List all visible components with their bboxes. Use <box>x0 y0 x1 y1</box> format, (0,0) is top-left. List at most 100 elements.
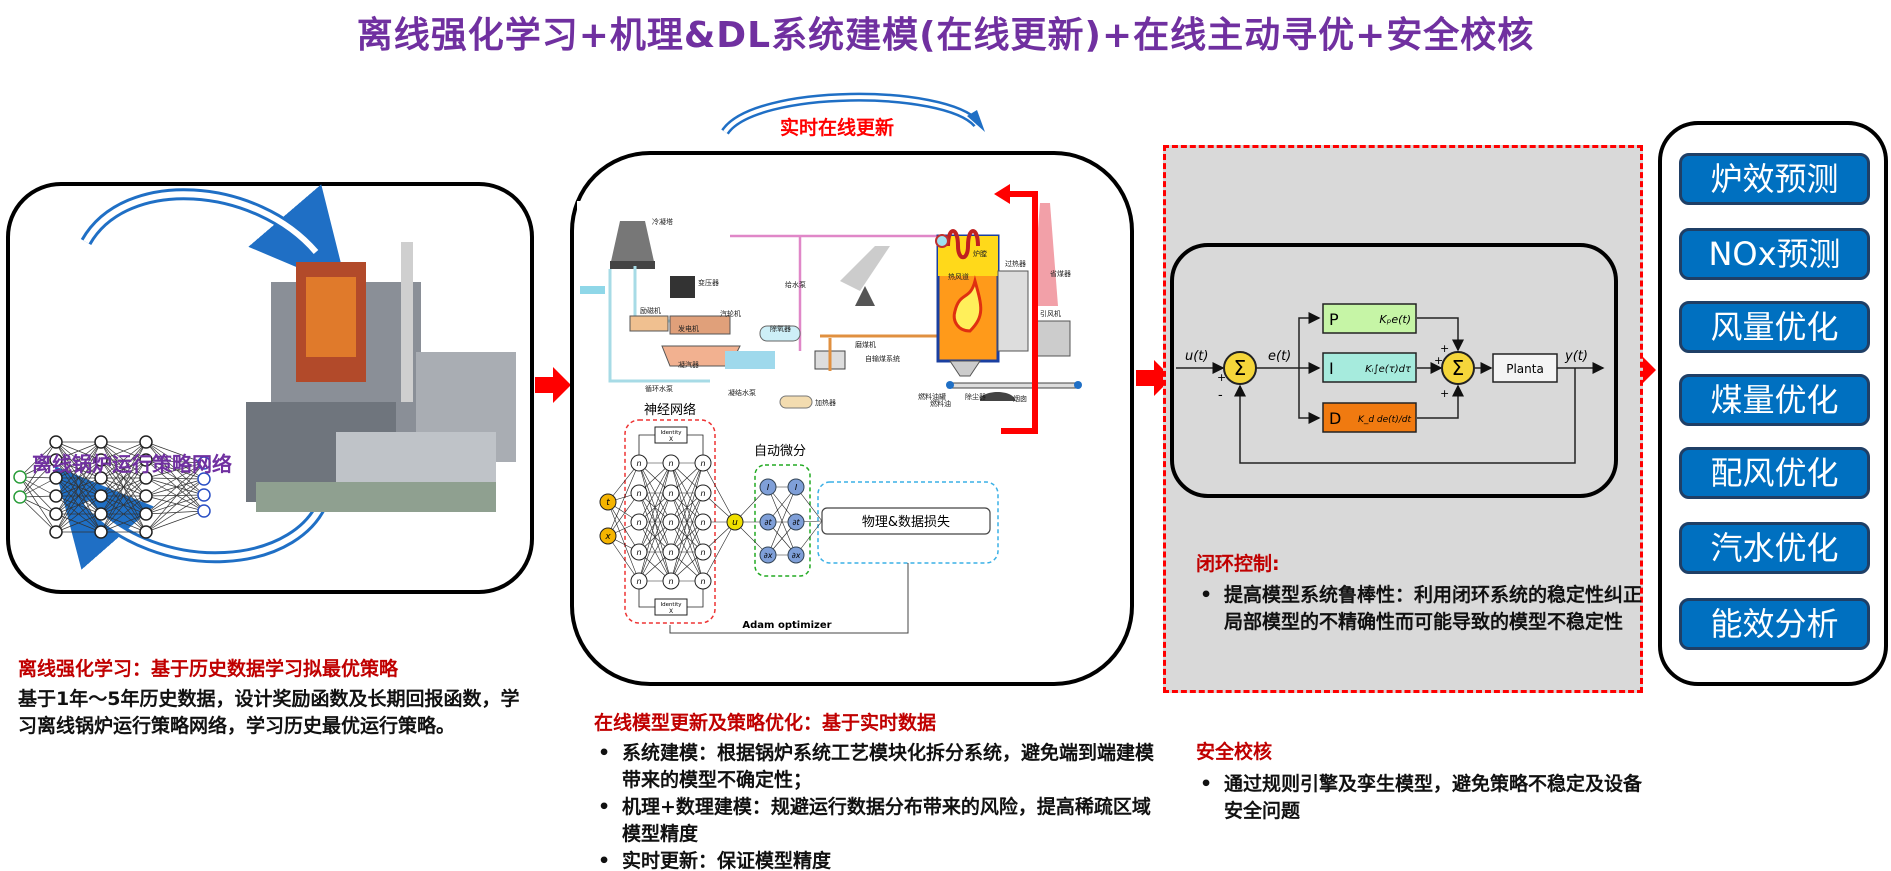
network-edge <box>100 459 147 533</box>
network-edge <box>638 492 672 582</box>
network-node <box>49 507 63 521</box>
network-edge <box>55 441 102 461</box>
policy-network-graph <box>13 435 211 539</box>
svg-text:D: D <box>1329 409 1341 428</box>
air-volume-optimization-button[interactable]: 风量优化 <box>1679 301 1870 353</box>
neural-network-box <box>624 419 716 624</box>
svg-text:K_d de(t)/dt: K_d de(t)/dt <box>1358 415 1412 425</box>
power-plant-image <box>246 242 516 512</box>
network-edge <box>638 462 672 523</box>
network-node <box>94 435 108 449</box>
closed-loop-heading: 闭环控制: <box>1196 553 1280 575</box>
identity-label: Identity <box>660 602 682 608</box>
hidden-node <box>694 454 712 472</box>
coal-volume-optimization-button[interactable]: 煤量优化 <box>1679 374 1870 426</box>
network-edge <box>145 462 205 479</box>
bullet-item: 实时更新：保证模型精度 <box>598 848 1162 871</box>
online-model-heading: 在线模型更新及策略优化：基于实时数据 <box>594 712 937 734</box>
network-node <box>197 472 211 486</box>
schematic-label: 省煤器 <box>1050 269 1071 278</box>
hidden-node <box>694 513 712 531</box>
derivative-node <box>759 513 777 531</box>
node-label: n <box>668 577 673 586</box>
closed-loop-bullets: 提高模型系统鲁棒性：利用闭环系统的稳定性纠正局部模型的不精确性而可能导致的模型不… <box>1196 582 1644 636</box>
schematic-label: 过热器 <box>1005 259 1026 268</box>
bullet-item: 系统建模：根据锅炉系统工艺模块化拆分系统，避免端到端建模带来的模型不确定性； <box>598 740 1162 794</box>
i-block <box>1322 352 1417 383</box>
node-label: n <box>636 489 641 498</box>
network-node <box>13 490 27 504</box>
derivative-node <box>787 478 805 496</box>
network-edge <box>670 521 704 582</box>
network-edge <box>670 462 704 582</box>
summing-junction <box>1441 351 1475 385</box>
bullet-item: 机理+数理建模：规避运行数据分布带来的风险，提高稀疏区域模型精度 <box>598 794 1162 848</box>
network-edge <box>100 477 147 533</box>
schematic-label: 发电机 <box>678 324 699 333</box>
network-node <box>197 456 211 470</box>
schematic-label: 汽轮机 <box>720 309 741 318</box>
network-edge <box>145 459 205 480</box>
energy-efficiency-analysis-button[interactable]: 能效分析 <box>1679 598 1870 650</box>
hidden-node <box>694 572 712 590</box>
optimizer-label: Adam optimizer <box>742 620 831 631</box>
safety-check-bullets: 通过规则引擎及孪生模型，避免策略不稳定及设备安全问题 <box>1196 771 1644 825</box>
network-edge <box>145 441 205 512</box>
network-node <box>139 507 153 521</box>
network-edge <box>55 495 102 533</box>
node-label: n <box>700 459 705 468</box>
svg-text:Kₚe(t): Kₚe(t) <box>1379 313 1411 326</box>
network-edge <box>145 478 205 497</box>
network-edge <box>145 478 205 515</box>
network-edge <box>670 462 704 523</box>
network-node <box>94 471 108 485</box>
network-edge <box>55 441 102 497</box>
network-edge <box>145 477 205 480</box>
network-edge <box>670 492 704 582</box>
nox-prediction-button[interactable]: NOx预测 <box>1679 228 1870 280</box>
network-edge <box>670 462 704 553</box>
identity-block <box>654 426 688 444</box>
network-edge <box>638 462 672 582</box>
schematic-label: 凝汽器 <box>678 360 699 369</box>
network-edge <box>19 476 57 533</box>
network-node <box>94 453 108 467</box>
network-node <box>139 525 153 539</box>
schematic-label: 除尘器 <box>965 392 986 401</box>
network-edge <box>638 521 672 582</box>
network-edge <box>145 510 205 515</box>
network-edge <box>55 513 102 533</box>
input-node <box>599 493 617 511</box>
network-edge <box>145 462 205 497</box>
network-edge <box>100 441 147 515</box>
plant-block <box>1492 353 1558 383</box>
realtime-update-label: 实时在线更新 <box>780 117 895 139</box>
node-label: n <box>700 489 705 498</box>
network-edge <box>19 496 57 533</box>
steam-water-optimization-button[interactable]: 汽水优化 <box>1679 522 1870 574</box>
network-edge <box>55 459 102 533</box>
network-edge <box>145 462 205 533</box>
loss-block <box>821 507 991 535</box>
boiler-efficiency-prediction-button[interactable]: 炉效预测 <box>1679 153 1870 205</box>
svg-text:P: P <box>1329 310 1339 329</box>
network-edge <box>145 495 205 512</box>
network-edge <box>145 494 205 515</box>
hidden-node <box>662 572 680 590</box>
network-edge <box>767 486 797 556</box>
network-node <box>49 525 63 539</box>
input-node <box>599 527 617 545</box>
hidden-node <box>694 543 712 561</box>
realtime-update-arc-icon <box>721 92 985 135</box>
input-label: x <box>604 532 611 542</box>
error-signal-label: e(t) <box>1268 349 1291 364</box>
svg-text:Planta: Planta <box>1506 362 1544 376</box>
hidden-node <box>662 513 680 531</box>
network-edge <box>607 501 640 582</box>
network-node <box>49 471 63 485</box>
network-edge <box>145 459 205 464</box>
network-node <box>139 489 153 503</box>
svg-text:+: + <box>1440 387 1449 400</box>
air-distribution-optimization-button[interactable]: 配风优化 <box>1679 447 1870 499</box>
